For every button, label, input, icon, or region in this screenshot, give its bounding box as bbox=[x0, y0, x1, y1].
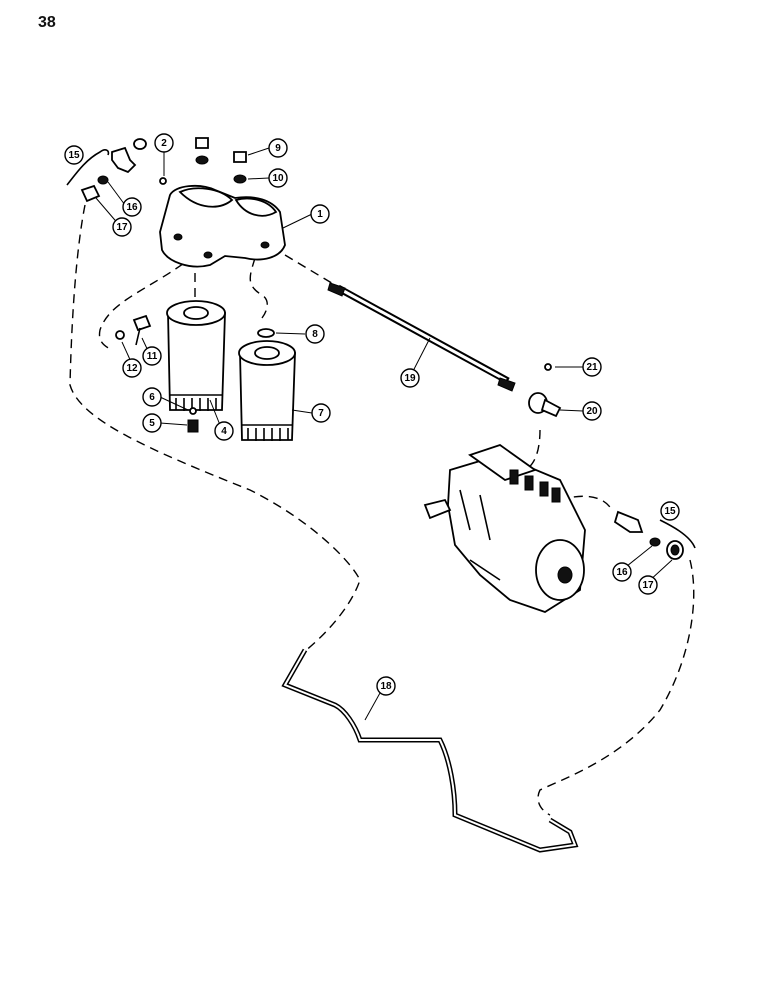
callout-label: 8 bbox=[312, 329, 318, 340]
callout-17: 17 bbox=[112, 217, 132, 237]
callout-label: 9 bbox=[275, 143, 281, 154]
washer-part bbox=[544, 363, 552, 371]
fuel-filter-element-part bbox=[166, 300, 226, 411]
callout-circle bbox=[268, 168, 288, 188]
callout-6: 6 bbox=[142, 387, 162, 407]
filter-head-part bbox=[159, 184, 286, 268]
callout-12: 12 bbox=[122, 358, 142, 378]
bleed-screw-part bbox=[195, 137, 209, 165]
callout-18: 18 bbox=[376, 676, 396, 696]
callout-label: 12 bbox=[126, 363, 138, 374]
callout-circle bbox=[376, 676, 396, 696]
callout-5: 5 bbox=[142, 413, 162, 433]
callout-10: 10 bbox=[268, 168, 288, 188]
washer-part bbox=[159, 177, 167, 185]
callout-label: 18 bbox=[380, 681, 392, 692]
callout-15: 15 bbox=[660, 501, 680, 521]
callout-label: 15 bbox=[664, 506, 676, 517]
callout-label: 17 bbox=[116, 222, 128, 233]
callout-circle bbox=[142, 346, 162, 366]
dashed-connector-lines bbox=[69, 204, 695, 816]
callout-20: 20 bbox=[582, 401, 602, 421]
callout-8: 8 bbox=[305, 324, 325, 344]
return-fuel-line-part bbox=[281, 648, 579, 853]
callout-16: 16 bbox=[122, 197, 142, 217]
callout-circle bbox=[112, 217, 132, 237]
group-bracket bbox=[659, 519, 696, 549]
callout-19: 19 bbox=[400, 368, 420, 388]
callout-2: 2 bbox=[154, 133, 174, 153]
callout-circle bbox=[154, 133, 174, 153]
callout-label: 4 bbox=[221, 426, 227, 437]
callout-label: 5 bbox=[149, 418, 155, 429]
banjo-fitting-part bbox=[528, 392, 562, 418]
callout-circle bbox=[268, 138, 288, 158]
callout-circle bbox=[582, 357, 602, 377]
callout-label: 1 bbox=[317, 209, 323, 220]
callout-circle bbox=[582, 401, 602, 421]
callout-9: 9 bbox=[268, 138, 288, 158]
callout-circle bbox=[305, 324, 325, 344]
callout-label: 16 bbox=[616, 567, 628, 578]
callout-15: 15 bbox=[64, 145, 84, 165]
callout-label: 7 bbox=[318, 408, 324, 419]
callout-label: 17 bbox=[642, 580, 654, 591]
callout-circle bbox=[660, 501, 680, 521]
injection-pump-part bbox=[423, 444, 586, 613]
callout-label: 11 bbox=[147, 351, 158, 362]
callout-circle bbox=[214, 421, 234, 441]
drain-plug-part bbox=[187, 419, 199, 433]
plug-part bbox=[233, 151, 247, 184]
callout-17: 17 bbox=[638, 575, 658, 595]
callout-7: 7 bbox=[311, 403, 331, 423]
callout-1: 1 bbox=[310, 204, 330, 224]
callout-4: 4 bbox=[214, 421, 234, 441]
callout-label: 15 bbox=[68, 150, 80, 161]
callout-label: 10 bbox=[272, 173, 284, 184]
callout-circle bbox=[310, 204, 330, 224]
callout-circle bbox=[638, 575, 658, 595]
seal-part bbox=[189, 407, 197, 415]
callout-21: 21 bbox=[582, 357, 602, 377]
callout-circle bbox=[64, 145, 84, 165]
callout-label: 19 bbox=[404, 373, 416, 384]
page-number: 38 bbox=[38, 14, 56, 31]
callout-circle bbox=[142, 413, 162, 433]
callout-label: 2 bbox=[161, 138, 167, 149]
callout-label: 16 bbox=[126, 202, 138, 213]
o-ring-part bbox=[257, 328, 275, 338]
callout-circle bbox=[122, 358, 142, 378]
fuel-line-part bbox=[327, 282, 516, 392]
callout-label: 6 bbox=[149, 392, 155, 403]
group-bracket bbox=[66, 149, 110, 186]
elbow-fitting-part bbox=[80, 138, 147, 203]
callout-circle bbox=[142, 387, 162, 407]
callout-circle bbox=[612, 562, 632, 582]
callout-label: 21 bbox=[586, 362, 598, 373]
callout-circle bbox=[122, 197, 142, 217]
callout-circle bbox=[311, 403, 331, 423]
callout-11: 11 bbox=[142, 346, 162, 366]
callout-label: 20 bbox=[586, 406, 598, 417]
callout-circle bbox=[400, 368, 420, 388]
callout-16: 16 bbox=[612, 562, 632, 582]
bolt-part bbox=[115, 314, 152, 346]
connector-fitting-part bbox=[613, 510, 684, 560]
fuel-filter-element-part bbox=[238, 340, 296, 441]
